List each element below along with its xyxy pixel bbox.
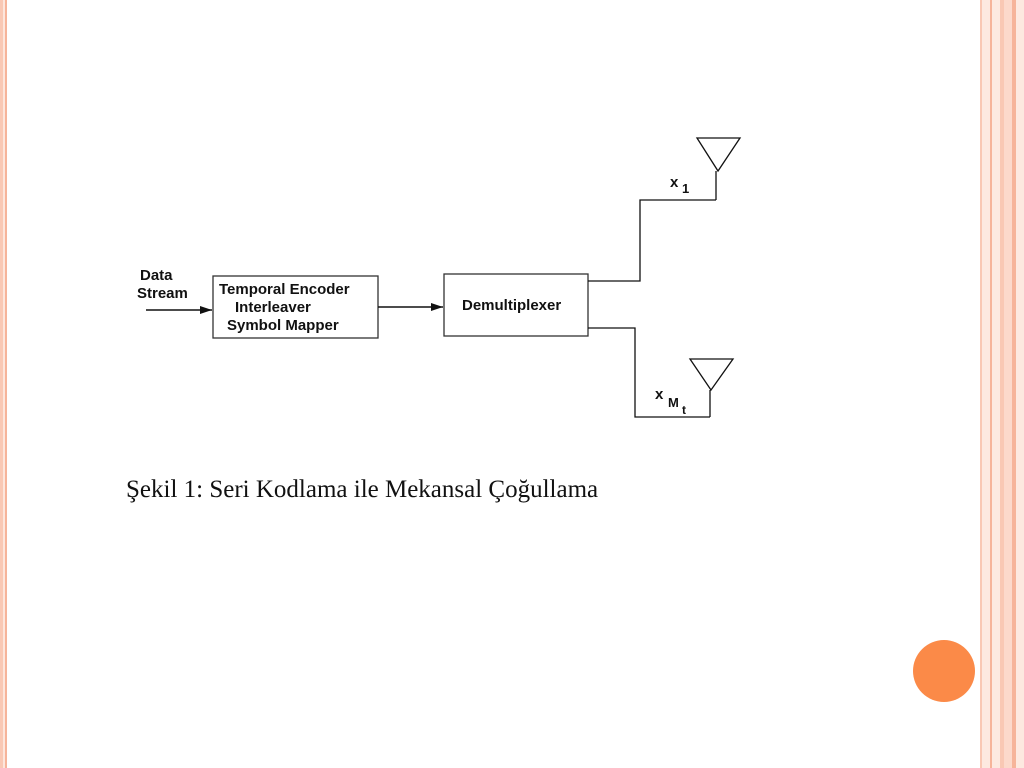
slide-frame-left	[0, 0, 9, 768]
demux-block	[443, 273, 589, 337]
demux-label: Demultiplexer	[462, 297, 561, 314]
encoder-line1: Temporal Encoder	[219, 281, 350, 298]
output2-subsubscript: t	[682, 403, 686, 417]
input-label-line2: Stream	[137, 285, 188, 302]
output2-label: x	[655, 386, 664, 403]
figure-caption: Şekil 1: Seri Kodlama ile Mekansal Çoğul…	[126, 476, 599, 503]
accent-circle	[913, 640, 975, 702]
output1-label: x	[670, 174, 679, 191]
output2-line	[588, 327, 710, 418]
antenna1-icon	[695, 137, 742, 173]
encoder-line2: Interleaver	[235, 299, 311, 316]
encoder-label: Temporal Encoder Interleaver Symbol Mapp…	[219, 281, 354, 334]
output1-line	[588, 199, 716, 282]
input-label: Data Stream	[137, 267, 188, 302]
output1-subscript: 1	[682, 181, 689, 196]
slide-frame-right	[976, 0, 1024, 768]
encoder-line3: Symbol Mapper	[227, 317, 339, 334]
encoder-block	[212, 275, 379, 339]
input-label-line1: Data	[140, 267, 173, 284]
output2-subscript: M	[668, 395, 679, 410]
antenna2-icon	[688, 358, 735, 392]
